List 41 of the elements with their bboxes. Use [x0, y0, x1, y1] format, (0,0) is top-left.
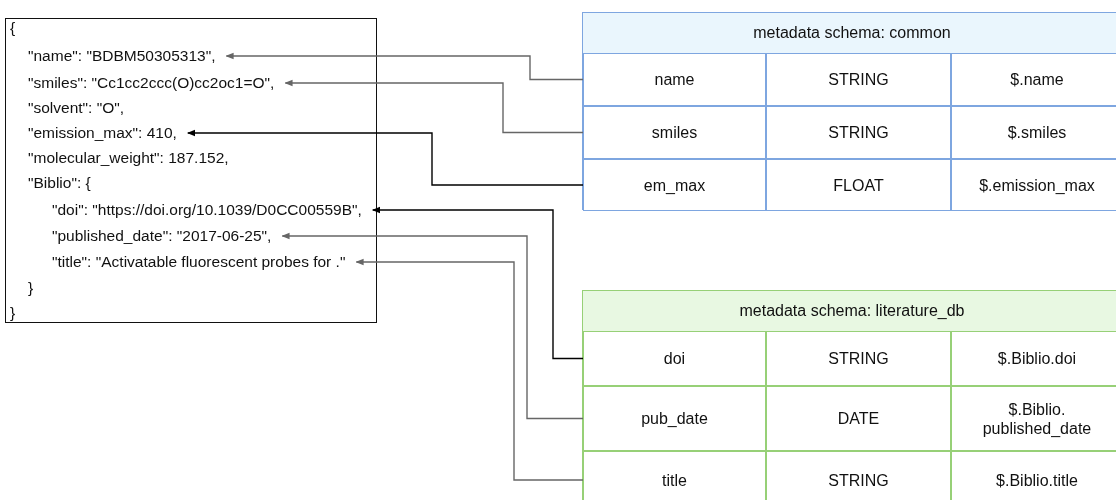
arrow — [225, 52, 584, 81]
arrow — [284, 79, 584, 134]
code-line: "smiles": "Cc1cc2ccc(O)cc2oc1=O", — [28, 74, 275, 92]
table-cell: STRING — [766, 331, 951, 386]
code-line: "Biblio": { — [28, 174, 91, 192]
code-line: "doi": "https://doi.org/10.1039/D0CC00559B", — [52, 201, 362, 219]
table-cell: doi — [583, 331, 766, 386]
code-line: { — [10, 19, 16, 37]
code-line: "solvent": "O", — [28, 99, 125, 117]
table-cell: $.Biblio.doi — [951, 331, 1116, 386]
table-cell: FLOAT — [766, 159, 951, 211]
code-box — [5, 18, 377, 323]
code-line: "molecular_weight": 187.152, — [28, 149, 229, 167]
arrow — [281, 232, 584, 420]
arrow — [355, 258, 584, 481]
table-cell: STRING — [766, 53, 951, 106]
code-line: "emission_max": 410, — [28, 124, 177, 142]
arrow — [187, 129, 584, 186]
arrow — [372, 206, 584, 360]
table-header: metadata schema: literature_db — [583, 291, 1116, 331]
code-line: "title": "Activatable fluorescent probes for ." — [52, 253, 346, 271]
table-cell: name — [583, 53, 766, 106]
code-line: "published_date": "2017-06-25", — [52, 227, 272, 245]
table-cell: $.Biblio. published_date — [951, 386, 1116, 451]
table-cell: $.name — [951, 53, 1116, 106]
code-line: } — [10, 304, 16, 322]
table-cell: title — [583, 451, 766, 500]
table-cell: pub_date — [583, 386, 766, 451]
table-cell: DATE — [766, 386, 951, 451]
code-line: } — [28, 279, 34, 297]
table-cell: em_max — [583, 159, 766, 211]
table-cell: smiles — [583, 106, 766, 159]
schema-table — [582, 290, 1116, 500]
table-cell: $.smiles — [951, 106, 1116, 159]
table-cell: STRING — [766, 106, 951, 159]
table-header: metadata schema: common — [583, 13, 1116, 53]
table-cell: $.Biblio.title — [951, 451, 1116, 500]
table-cell: $.emission_max — [951, 159, 1116, 211]
table-cell: STRING — [766, 451, 951, 500]
code-line: "name": "BDBM50305313", — [28, 47, 216, 65]
schema-table — [582, 12, 1116, 210]
